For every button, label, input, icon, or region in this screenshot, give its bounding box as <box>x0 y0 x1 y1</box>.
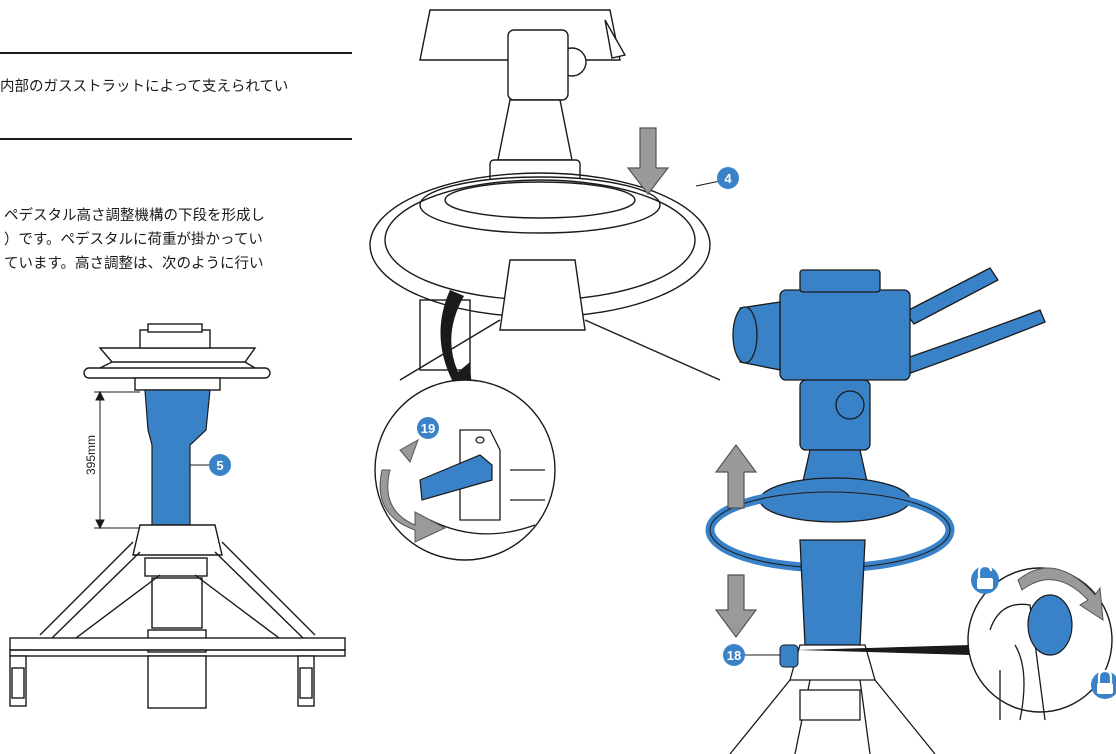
dimension-label: 395mm <box>84 435 98 475</box>
down-arrow-icon-2 <box>714 574 758 639</box>
unlock-icon <box>971 564 999 594</box>
callout-5-number: 5 <box>216 458 223 473</box>
up-arrow-icon <box>714 443 758 509</box>
pedestal-illustration: 395mm 5 <box>9 323 346 709</box>
section-rule <box>0 138 352 140</box>
callout-5-badge <box>209 454 231 476</box>
callout-18-number: 18 <box>727 648 741 663</box>
callout-4-number: 4 <box>724 171 732 186</box>
height-adjust-illustration: 18 <box>705 267 1116 754</box>
camera-ring-illustration: 4 19 <box>369 9 739 561</box>
lock-icon <box>1091 669 1116 699</box>
rotation-arrow-icon <box>379 469 447 543</box>
down-arrow-icon <box>626 127 670 195</box>
callout-19-number: 19 <box>421 421 435 436</box>
lock-knob-highlight <box>779 644 799 668</box>
zoom-arrow-icon <box>438 290 472 392</box>
text-line-1: 内部のガスストラットによって支えられてい <box>0 79 289 95</box>
callout-4-badge <box>717 167 739 189</box>
callout-19-badge <box>417 417 439 439</box>
top-rule <box>0 52 352 54</box>
column-highlight <box>144 389 211 526</box>
paragraph-line-3: ています。高さ調整は、次のように行い <box>4 256 264 272</box>
paragraph-line-1: ペデスタル高さ調整機構の下段を形成し <box>4 208 265 224</box>
callout-18-badge <box>723 644 745 666</box>
lock-knob-detail <box>1027 594 1073 656</box>
lock-lever-highlight <box>419 454 493 501</box>
paragraph-line-2: ）です。ペデスタルに荷重が掛かってい <box>4 232 263 248</box>
